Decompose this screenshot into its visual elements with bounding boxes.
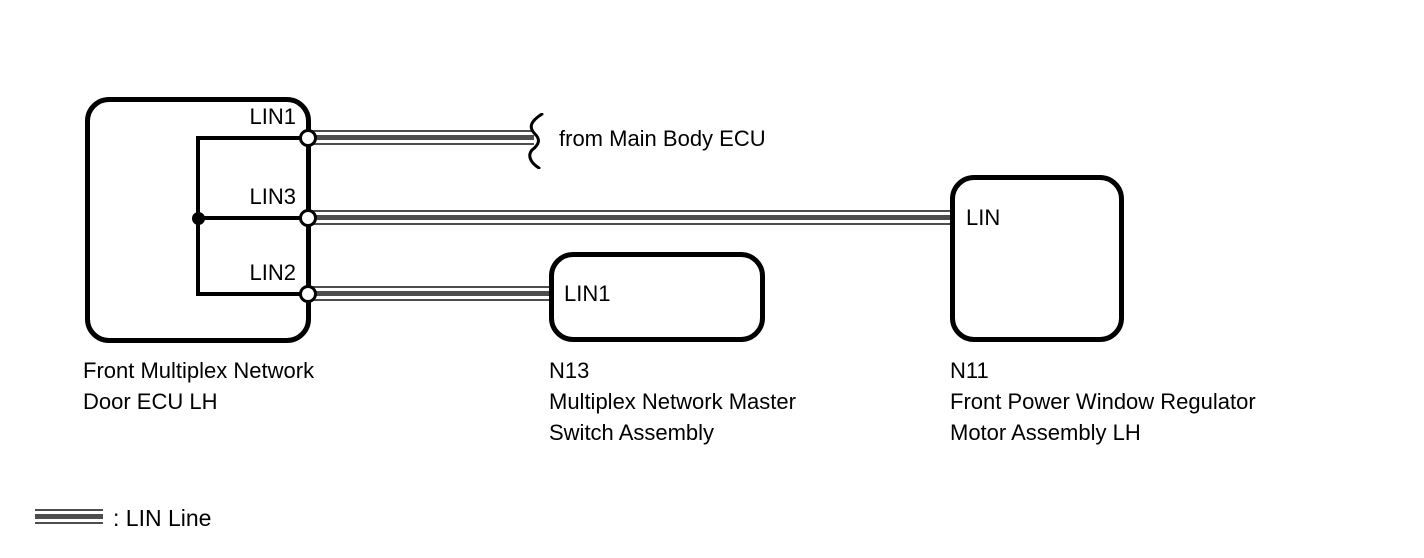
caption-window-motor-line2: Front Power Window Regulator [950, 389, 1256, 414]
wire-continuation-squiggle-icon [528, 113, 544, 169]
caption-master-switch-line3: Switch Assembly [549, 420, 715, 445]
lin-line-symbol [35, 509, 103, 524]
pin-terminal-lin3 [299, 209, 317, 227]
pin-terminal-lin2 [299, 285, 317, 303]
pin-label-window-motor-lin: LIN [966, 205, 1001, 230]
pin-label-master-switch-lin1: LIN1 [564, 281, 611, 306]
node-box-master-switch [549, 252, 765, 342]
node-box-window-motor [950, 175, 1124, 342]
inner-bus-line-lin2 [198, 292, 308, 296]
pin-label-lin1: LIN1 [249, 104, 296, 129]
inner-bus-line-lin1 [198, 136, 308, 140]
legend-label: : LIN Line [113, 505, 212, 531]
annotation-from-main-body-ecu: from Main Body ECU [559, 126, 766, 151]
junction-dot [192, 212, 205, 225]
lin-wire-lin2-to-master-switch [308, 286, 554, 301]
pin-label-lin2: LIN2 [249, 260, 296, 285]
caption-window-motor-line3: Motor Assembly LH [950, 420, 1141, 445]
caption-window-motor-line1: N11 [950, 358, 989, 383]
pin-label-lin3: LIN3 [249, 184, 296, 209]
lin-wire-lin1-to-main-body-ecu [308, 130, 534, 145]
caption-master-switch-line2: Multiplex Network Master [549, 389, 796, 414]
inner-bus-line-lin3 [198, 216, 308, 220]
caption-door-ecu-line1: Front Multiplex Network [83, 358, 315, 383]
caption-master-switch-line1: N13 [549, 358, 590, 383]
caption-master-switch: N13 Multiplex Network Master Switch Asse… [549, 355, 796, 448]
caption-door-ecu-line2: Door ECU LH [83, 389, 218, 414]
pin-terminal-lin1 [299, 129, 317, 147]
caption-door-ecu: Front Multiplex Network Door ECU LH [83, 355, 314, 417]
caption-window-motor: N11 Front Power Window Regulator Motor A… [950, 355, 1256, 448]
lin-wire-lin3-to-window-motor [308, 210, 954, 225]
